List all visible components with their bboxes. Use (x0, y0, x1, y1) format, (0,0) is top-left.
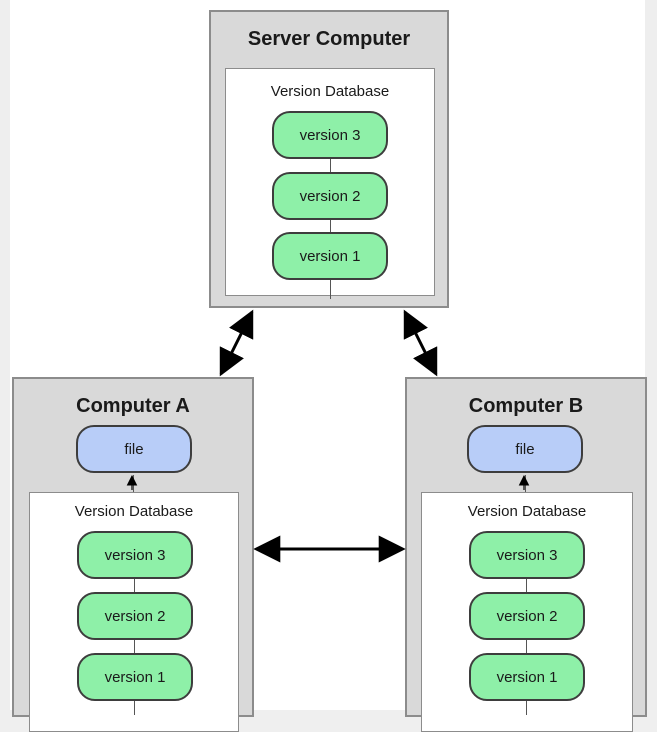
computer-b-version-3: version 3 (469, 531, 585, 579)
server-version-link (330, 159, 331, 299)
computer-a-version-2: version 2 (77, 592, 193, 640)
computer-a-file: file (76, 425, 192, 473)
computer-a-version-3: version 3 (77, 531, 193, 579)
computer-b-file: file (467, 425, 583, 473)
computer-b-version-1: version 1 (469, 653, 585, 701)
arrow-server-computer-b (403, 309, 438, 377)
arrow-server-computer-a (219, 309, 254, 377)
sync-arrows (126, 309, 530, 563)
computer-b-title: Computer B (468, 395, 584, 417)
server-version-2: version 2 (272, 172, 388, 220)
computer-a-version-1: version 1 (77, 653, 193, 701)
computer-b: Computer B file Version Database version… (405, 377, 647, 732)
server-computer: Server Computer Version Database version… (209, 10, 449, 308)
server-version-database: Version Database version 3 version 2 ver… (225, 68, 435, 299)
computer-a: Computer A file Version Database version… (12, 377, 254, 732)
computer-b-version-link (526, 575, 527, 715)
computer-a-title: Computer A (76, 395, 190, 417)
server-version-3: version 3 (272, 111, 388, 159)
computer-b-db-label: Version Database (467, 503, 587, 520)
right-margin (645, 0, 657, 710)
computer-a-version-link (134, 575, 135, 715)
computer-b-version-database: Version Database version 3 version 2 ver… (421, 492, 633, 732)
computer-a-version-database: Version Database version 3 version 2 ver… (29, 492, 239, 732)
server-version-1: version 1 (272, 232, 388, 280)
server-computer-title: Server Computer (247, 28, 411, 50)
computer-b-version-2: version 2 (469, 592, 585, 640)
computer-a-db-label: Version Database (74, 503, 194, 520)
server-db-label: Version Database (270, 83, 390, 100)
left-margin (0, 0, 10, 710)
